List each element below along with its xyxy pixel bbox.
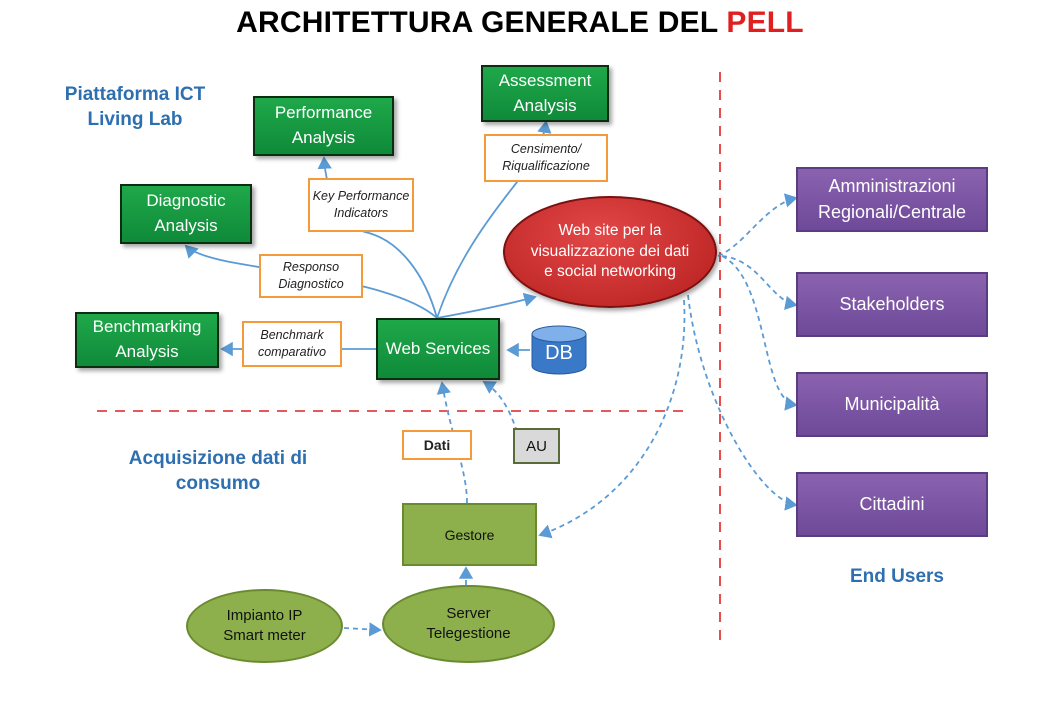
arrow-gestore-to-ws: [436, 381, 468, 504]
note-kpi: Key Performance Indicators: [308, 178, 414, 232]
arrow-ws-to-website: [436, 292, 537, 319]
user-cittadini: Cittadini: [796, 472, 988, 537]
arrow-au-to-ws: [482, 381, 518, 433]
section-acquisition: Acquisizione dati di consumo: [128, 448, 308, 494]
arrow-website-to-amministrazioni: [717, 193, 798, 257]
user-amministrazioni: Amministrazioni Regionali/Centrale: [796, 167, 988, 232]
user-municipalita: Municipalità: [796, 372, 988, 437]
arrow-website-to-cittadini: [687, 294, 798, 511]
note-benchmark: Benchmark comparativo: [242, 321, 342, 367]
db-cylinder: [531, 325, 587, 375]
section-platform: Piattaforma ICT Living Lab: [64, 84, 206, 130]
web-services-box: Web Services: [376, 318, 500, 380]
arrow-impianto-to-server: [343, 622, 382, 637]
section-end-users: End Users: [850, 566, 944, 587]
website-oval: Web site per la visualizzazione dei dati…: [503, 196, 717, 308]
server-telegestione-oval: Server Telegestione: [382, 585, 555, 663]
arrow-website-to-gestore: [538, 299, 686, 539]
user-stakeholders: Stakeholders: [796, 272, 988, 337]
note-censimento: Censimento/ Riqualificazione: [484, 134, 608, 182]
performance-analysis-box: Performance Analysis: [253, 96, 394, 156]
arrow-website-to-stakeholders: [721, 255, 798, 311]
note-dati: Dati: [402, 430, 472, 460]
benchmarking-analysis-box: Benchmarking Analysis: [75, 312, 219, 368]
diagnostic-analysis-box: Diagnostic Analysis: [120, 184, 252, 244]
title-main: ARCHITETTURA GENERALE DEL: [236, 6, 727, 39]
impianto-oval: Impianto IP Smart meter: [186, 589, 343, 663]
note-responso: Responso Diagnostico: [259, 254, 363, 298]
title-accent: PELL: [726, 6, 804, 39]
page-title: ARCHITETTURA GENERALE DEL PELL: [0, 6, 1040, 40]
au-box: AU: [513, 428, 560, 464]
assessment-analysis-box: Assessment Analysis: [481, 65, 609, 122]
gestore-box: Gestore: [402, 503, 537, 566]
arrow-website-to-municipalita: [721, 255, 798, 411]
db-label: DB: [545, 341, 573, 364]
